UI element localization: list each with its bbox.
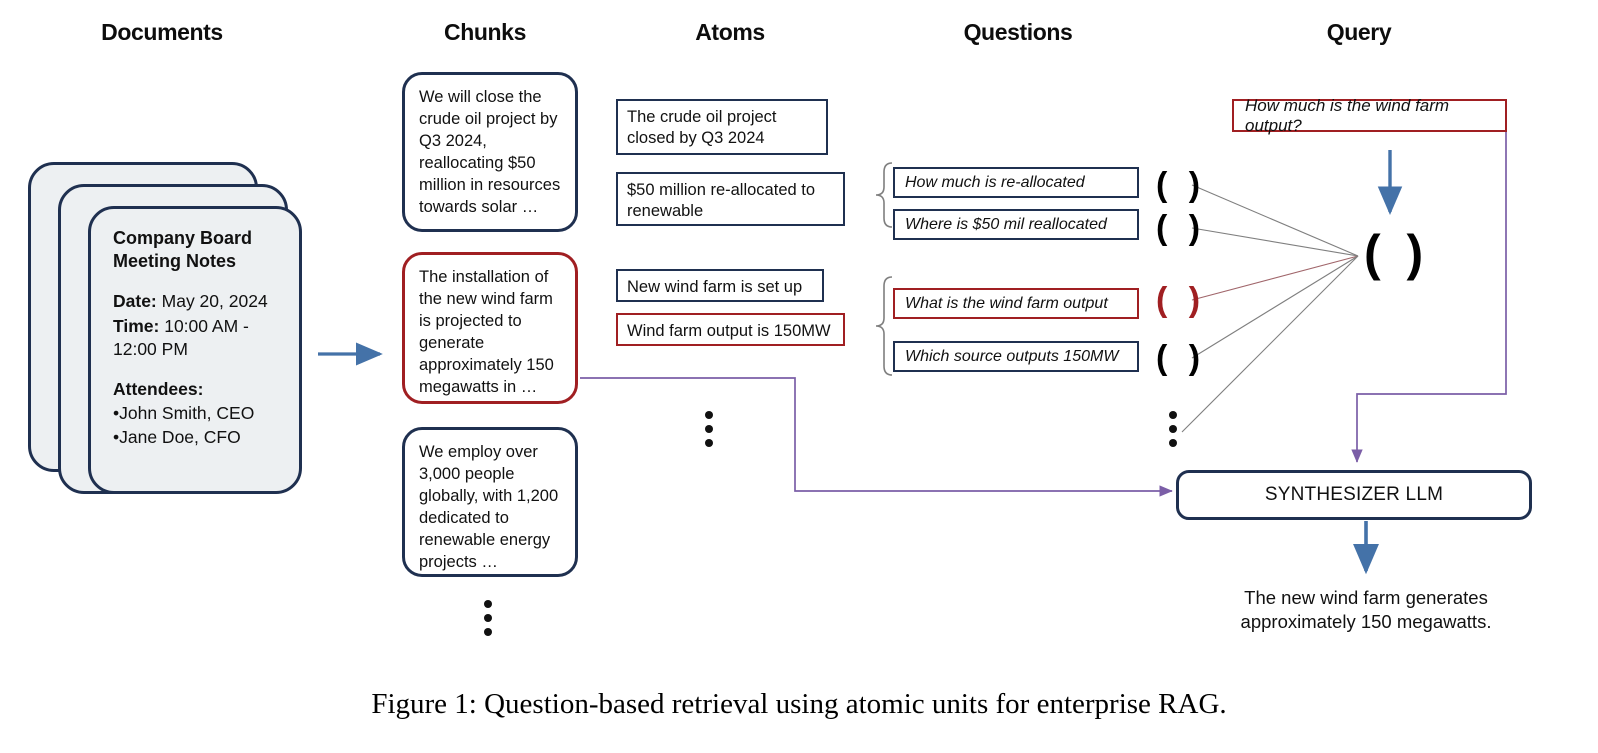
column-header-atoms: Atoms	[695, 19, 765, 45]
atoms-ellipsis	[705, 411, 713, 447]
brace-atoms-to-questions-2	[875, 276, 893, 376]
similarity-lines	[1181, 184, 1359, 433]
question-box-3[interactable]: What is the wind farm output	[893, 288, 1139, 319]
question-embedding-4: ( )	[1156, 339, 1207, 377]
query-box[interactable]: How much is the wind farm output?	[1232, 96, 1507, 135]
chunk-box-1[interactable]: We will close the crude oil project by Q…	[402, 72, 578, 232]
question-embedding-2: ( )	[1156, 209, 1207, 247]
synthesizer-llm-box[interactable]: SYNTHESIZER LLM	[1176, 470, 1532, 520]
column-header-chunks: Chunks	[444, 19, 526, 45]
document-attendee-1: •John Smith, CEO	[113, 402, 255, 423]
query-embedding: ( )	[1364, 225, 1430, 281]
questions-ellipsis	[1169, 411, 1177, 447]
column-header-documents: Documents	[101, 19, 223, 45]
chunk-box-2[interactable]: The installation of the new wind farm is…	[402, 252, 578, 404]
document-title: Company Board Meeting Notes	[113, 228, 253, 272]
question-embedding-1: ( )	[1156, 166, 1207, 204]
question-embedding-3: ( )	[1156, 281, 1207, 319]
answer-text: The new wind farm generates approximatel…	[1241, 586, 1492, 635]
atom-box-4[interactable]: Wind farm output is 150MW	[616, 313, 845, 346]
document-attendee-2: •Jane Doe, CFO	[113, 426, 241, 447]
figure-caption: Figure 1: Question-based retrieval using…	[371, 688, 1227, 720]
question-box-2[interactable]: Where is $50 mil reallocated	[893, 209, 1139, 240]
document-attendees-label: Attendees:	[113, 379, 204, 400]
wire-query-to-synthesizer	[1351, 132, 1507, 463]
column-header-query: Query	[1326, 19, 1392, 45]
brace-atoms-to-questions-1	[875, 162, 893, 228]
question-box-1[interactable]: How much is re-allocated	[893, 167, 1139, 198]
atom-box-2[interactable]: $50 million re-allocated to renewable	[616, 172, 845, 226]
chunk-box-3[interactable]: We employ over 3,000 people globally, wi…	[402, 427, 578, 577]
column-header-questions: Questions	[963, 19, 1073, 45]
question-box-4[interactable]: Which source outputs 150MW	[893, 341, 1139, 372]
chunks-ellipsis	[484, 600, 492, 636]
atom-box-1[interactable]: The crude oil project closed by Q3 2024	[616, 99, 828, 155]
document-spacer	[113, 363, 279, 378]
answer-line-1: The new wind farm generates	[1244, 587, 1488, 608]
wire-chunk-to-synthesizer	[580, 377, 1173, 497]
document-field-time: Time: 10:00 AM - 12:00 PM	[113, 315, 249, 360]
document-card-front[interactable]: Company Board Meeting Notes Date: May 20…	[88, 206, 302, 494]
atom-box-3[interactable]: New wind farm is set up	[616, 269, 824, 302]
document-field-date: Date: May 20, 2024	[113, 290, 268, 311]
answer-line-2: approximately 150 megawatts.	[1240, 611, 1492, 633]
